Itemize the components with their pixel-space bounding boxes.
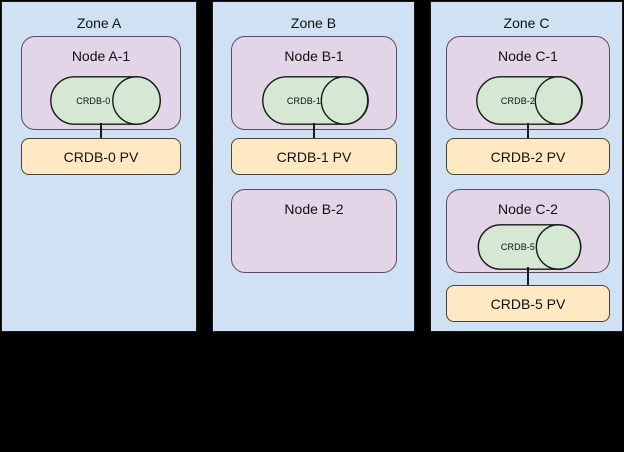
zone-a[interactable]: Zone A Node A-1 CRDB-0 CRDB-0 PV [1,1,197,332]
connector-node-c-1-to-crdb-2-pv [527,123,529,139]
connector-node-a-1-to-crdb-0-pv [100,123,102,139]
database-cylinder-crdb-0[interactable]: CRDB-0 [50,76,161,125]
zone-b[interactable]: Zone B Node B-1 CRDB-1 CRDB-1 PV Node B-… [212,1,415,332]
zone-c[interactable]: Zone C Node C-1 CRDB-2 CRDB-2 PV Node C-… [430,1,623,332]
zone-c-title: Zone C [503,15,550,31]
pv-crdb-5[interactable]: CRDB-5 PV [446,285,610,322]
node-b-2-title: Node B-2 [284,201,344,217]
zone-b-title: Zone B [290,15,337,31]
node-c-1[interactable]: Node C-1 CRDB-2 [446,36,610,130]
database-cylinder-crdb-1[interactable]: CRDB-1 [262,76,369,125]
pv-crdb-2-label: CRDB-2 PV [490,148,566,165]
pv-crdb-1[interactable]: CRDB-1 PV [231,138,397,175]
pv-crdb-5-label: CRDB-5 PV [490,295,566,312]
database-cylinder-crdb-2[interactable]: CRDB-2 [476,76,583,125]
database-cylinder-crdb-5[interactable]: CRDB-5 [477,224,582,270]
connector-node-b-1-to-crdb-1-pv [313,123,315,139]
cylinder-shape [50,76,161,125]
pv-crdb-0[interactable]: CRDB-0 PV [21,138,181,175]
node-b-1[interactable]: Node B-1 CRDB-1 [231,36,397,130]
node-c-2[interactable]: Node C-2 CRDB-5 [446,189,610,273]
pv-crdb-2[interactable]: CRDB-2 PV [446,138,610,175]
node-b-1-title: Node B-1 [284,48,344,64]
pv-crdb-0-label: CRDB-0 PV [63,148,139,165]
connector-node-c-2-to-crdb-5-pv [527,267,529,285]
node-a-1-title: Node A-1 [71,48,131,64]
pv-crdb-1-label: CRDB-1 PV [276,148,352,165]
node-a-1[interactable]: Node A-1 CRDB-0 [21,36,181,130]
zone-a-title: Zone A [76,15,122,31]
cylinder-shape [477,224,582,270]
node-c-2-title: Node C-2 [498,201,558,217]
node-b-2[interactable]: Node B-2 [231,189,397,273]
node-c-1-title: Node C-1 [498,48,558,64]
cylinder-shape [262,76,369,125]
cylinder-shape [476,76,583,125]
